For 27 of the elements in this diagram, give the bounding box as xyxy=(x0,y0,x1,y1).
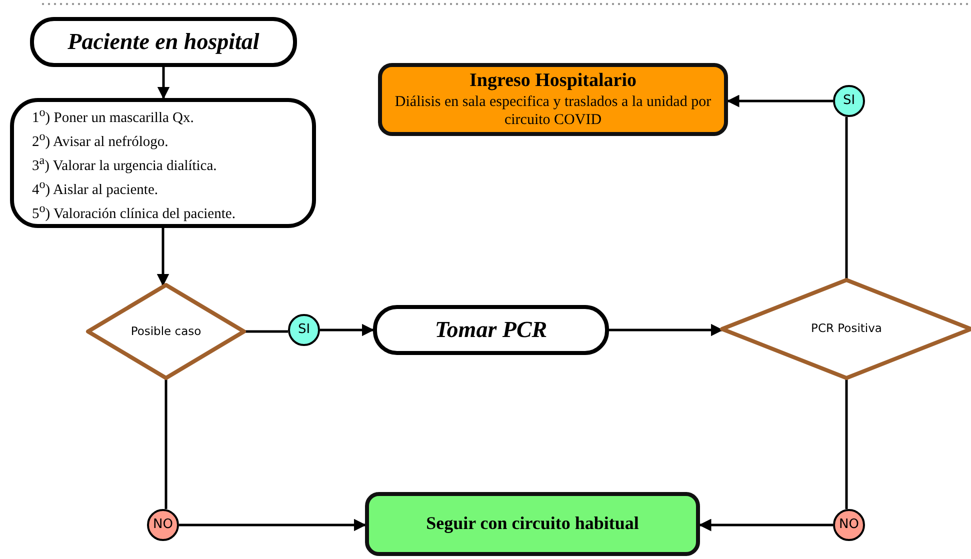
node-label: Tomar PCR xyxy=(434,316,548,344)
box-heading: Ingreso Hospitalario xyxy=(470,70,636,93)
step-text: 4$^{o}$) Aislar al paciente. xyxy=(32,176,158,199)
node-label: Paciente en hospital xyxy=(68,28,260,56)
arrow xyxy=(320,324,374,336)
node-label: PCR Positiva xyxy=(811,322,882,336)
node-label: Seguir con circuito habitual xyxy=(426,513,639,535)
node-label: NO xyxy=(153,517,173,533)
connector-line xyxy=(244,330,288,333)
node-label: SI xyxy=(298,322,310,338)
arrow xyxy=(609,324,724,336)
node-label: NO xyxy=(839,517,859,533)
step-text: 5$^{o}$) Valoración clínica del paciente. xyxy=(32,200,236,223)
arrow xyxy=(179,518,366,532)
step-text: 1$^{o}$) Poner un mascarilla Qx. xyxy=(32,104,194,128)
step-text: 2$^{o}$) Avisar al nefrólogo. xyxy=(32,128,168,152)
connector-line xyxy=(845,378,848,509)
arrow xyxy=(726,94,833,108)
node-label: Posible caso xyxy=(130,324,202,338)
arrow xyxy=(698,518,833,532)
box-description: Diálisis en sala especifica y traslados a la unidad por circuito COVID xyxy=(394,92,712,129)
connector-line xyxy=(845,117,848,280)
node-label: SI xyxy=(842,93,856,109)
arrow xyxy=(157,67,170,100)
step-text: 3$^{a}$) Valorar la urgencia dialítica. xyxy=(32,152,217,175)
arrow xyxy=(156,228,170,286)
connector-line xyxy=(164,378,168,509)
